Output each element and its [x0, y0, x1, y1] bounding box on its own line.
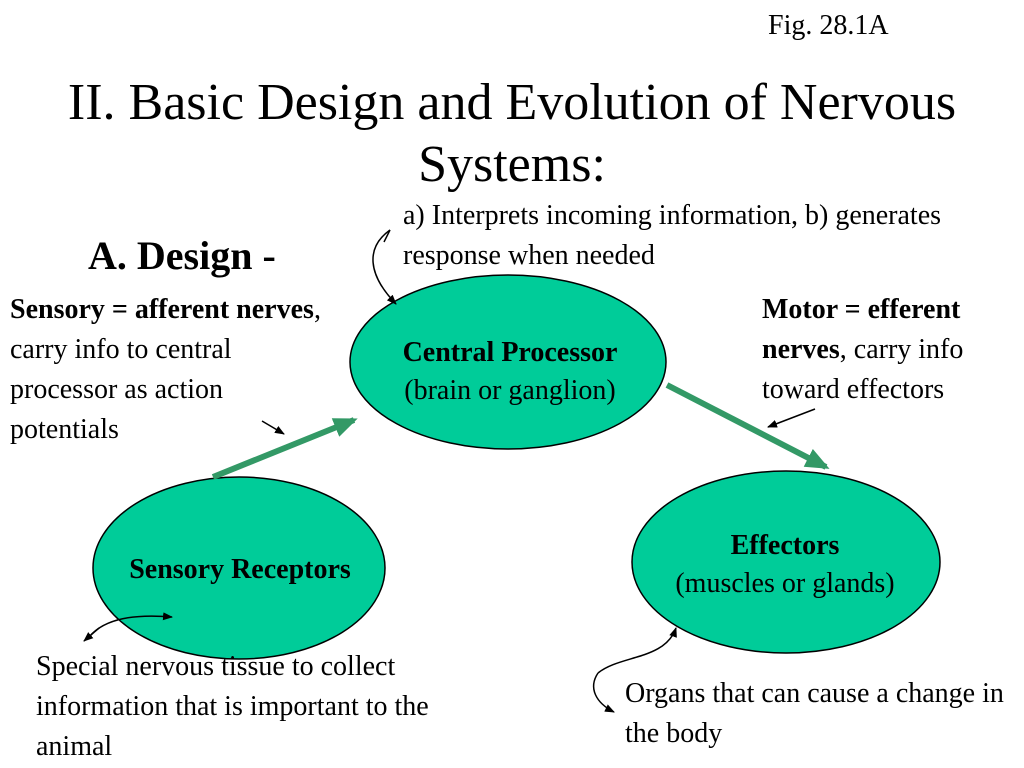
motor-nerves-term: Motor = efferent nerves: [762, 294, 961, 365]
afferent-arrow: [211, 417, 358, 480]
sensory-receptors-label: Sensory Receptors: [90, 551, 390, 589]
central-processor-detail: (brain or ganglion): [404, 375, 616, 406]
central-processor-name: Central Processor: [402, 337, 618, 368]
motor-nerves-text: , carry info toward effectors: [762, 334, 964, 405]
sensory-nerves-term: Sensory = afferent nerves: [10, 294, 314, 325]
central-processor-pointer: [372, 229, 397, 305]
afferent-pointer: [261, 420, 285, 435]
sensory-nerves-annotation: Sensory = afferent nerves, carry info to…: [10, 290, 330, 450]
sensory-nerves-text: , carry info to central processor as act…: [10, 294, 321, 445]
effector-pointer: [597, 627, 677, 674]
figure-reference: Fig. 28.1A: [768, 10, 889, 41]
efferent-pointer: [767, 408, 816, 428]
effectors-node: [631, 470, 941, 654]
central-processor-label: Central Processor (brain or ganglion): [350, 334, 670, 410]
central-processor-annotation: a) Interprets incoming information, b) g…: [403, 200, 942, 271]
effectors-name: Effectors: [730, 530, 840, 561]
slide-title: II. Basic Design and Evolution of Nervou…: [67, 74, 957, 193]
effectors-annotation: Organs that can cause a change in the bo…: [625, 678, 1004, 749]
effectors-detail: (muscles or glands): [675, 568, 895, 599]
efferent-arrow: [665, 382, 830, 470]
motor-nerves-annotation: Motor = efferent nerves, carry info towa…: [762, 290, 1024, 410]
sensory-receptors-annotation: Special nervous tissue to collect inform…: [36, 651, 429, 762]
effector-pointer-back: [593, 672, 615, 713]
effectors-label: Effectors (muscles or glands): [630, 527, 940, 603]
section-heading: A. Design -: [88, 233, 276, 278]
receptor-pointer-back: [83, 627, 100, 642]
central-processor-node: [349, 274, 667, 450]
sensory-receptors-name: Sensory Receptors: [129, 554, 351, 585]
central-processor-pointer-start: [383, 229, 391, 243]
